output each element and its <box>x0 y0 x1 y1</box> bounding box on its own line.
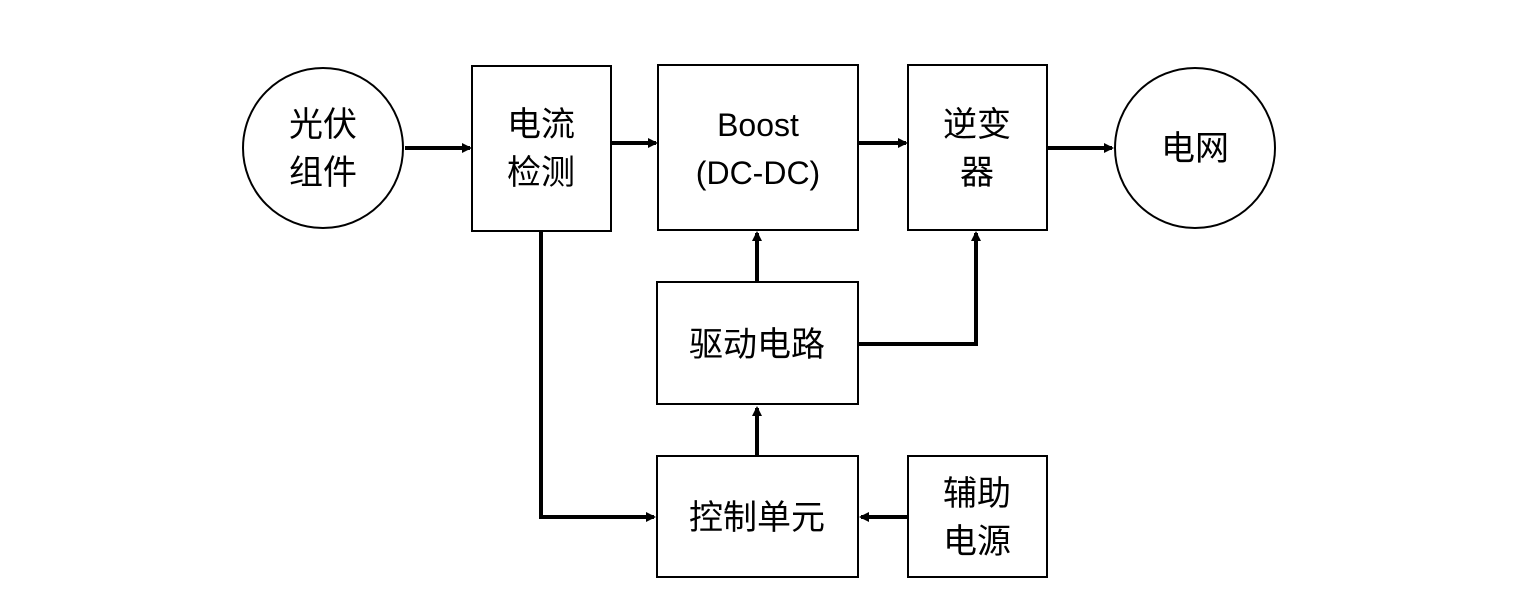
boost-box <box>657 64 859 231</box>
aux-power-box <box>907 455 1048 578</box>
current-detection-label-line2: 检测 <box>507 153 575 193</box>
grid-label: 电网 <box>1161 129 1229 169</box>
drive-circuit-box <box>656 281 859 405</box>
inverter-label-line1: 逆变 <box>943 105 1011 145</box>
grid-circle <box>1114 67 1276 229</box>
node-inverter: 逆变 器 <box>907 64 1048 231</box>
aux-power-label-line1: 辅助 <box>943 474 1011 514</box>
pv-module-label-line1: 光伏 <box>289 105 357 145</box>
current-detection-label-line1: 电流 <box>507 105 575 145</box>
node-aux-power: 辅助 电源 <box>907 455 1048 578</box>
node-current-detection: 电流 检测 <box>471 65 612 232</box>
control-unit-box <box>656 455 859 578</box>
pv-module-circle <box>242 67 404 229</box>
node-control-unit: 控制单元 <box>656 455 859 578</box>
aux-power-label-line2: 电源 <box>943 522 1011 562</box>
current-detection-box <box>471 65 612 232</box>
arrow-drive-circuit-to-inverter <box>858 231 981 346</box>
connectors <box>405 138 1114 522</box>
inverter-box <box>907 64 1048 231</box>
inverter-label-line2: 器 <box>960 153 994 193</box>
drive-circuit-label: 驱动电路 <box>689 325 825 365</box>
boost-label-line2: (DC-DC) <box>696 155 820 191</box>
pv-module-label-line2: 组件 <box>289 153 357 193</box>
node-boost-dc-dc: Boost (DC-DC) <box>657 64 859 231</box>
node-grid: 电网 <box>1114 67 1276 229</box>
arrow-current-detection-to-control-unit <box>539 231 656 522</box>
node-drive-circuit: 驱动电路 <box>656 281 859 405</box>
node-pv-module: 光伏 组件 <box>242 67 404 229</box>
boost-label-line1: Boost <box>717 107 799 143</box>
control-unit-label: 控制单元 <box>689 498 825 538</box>
